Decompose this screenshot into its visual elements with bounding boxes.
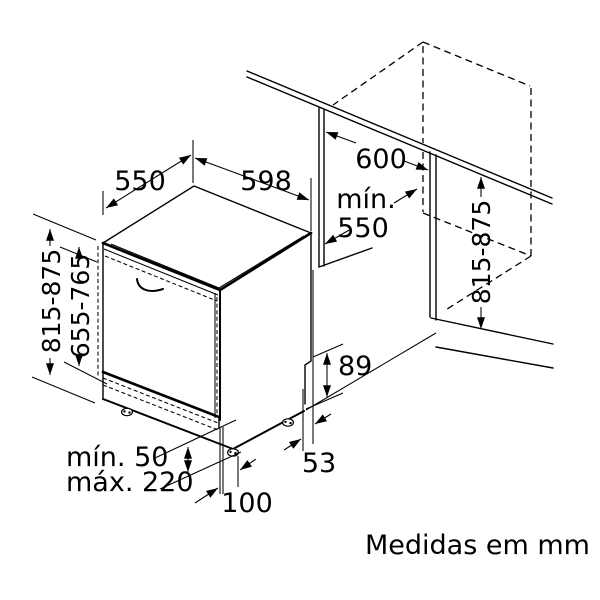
label-appliance-height: 815-875 — [37, 249, 66, 353]
label-rear-foot: 53 — [302, 448, 336, 479]
dimension-appliance-height: 815-875 — [31, 213, 97, 404]
dimension-top-depth: 550 — [102, 140, 194, 215]
dimension-door-height: 655-765 — [59, 246, 108, 385]
label-niche-height: 815-875 — [467, 200, 496, 304]
door-handle — [136, 278, 164, 292]
floor — [305, 317, 554, 411]
label-plinth-max: máx. 220 — [66, 467, 194, 498]
label-door-height: 655-765 — [66, 254, 95, 358]
label-top-width: 598 — [240, 166, 292, 197]
label-niche-depth-min: mín. — [336, 184, 396, 215]
dishwasher-top-back-edges — [102, 185, 312, 244]
dimension-front-foot: 100 — [194, 427, 273, 519]
dimension-niche-width: 600 — [325, 131, 429, 175]
dimension-niche-depth: mín. 550 — [324, 184, 418, 245]
label-front-foot: 100 — [221, 488, 273, 519]
dishwasher — [97, 185, 313, 457]
niche-dashed-outline — [332, 41, 532, 312]
label-niche-width: 600 — [355, 144, 407, 175]
foot-left — [120, 407, 133, 417]
label-rear-clearance: 89 — [338, 351, 372, 382]
foot-rear — [282, 418, 295, 427]
dishwasher-top-rim — [110, 235, 305, 289]
label-top-depth: 550 — [114, 166, 166, 197]
label-plinth-min: mín. 50 — [66, 442, 168, 473]
dishwasher-rear-edge — [304, 232, 312, 405]
dimension-niche-height: 815-875 — [467, 176, 496, 330]
dimension-plinth: mín. 50 máx. 220 — [66, 419, 242, 498]
dimension-rear-foot: 53 — [283, 389, 336, 479]
diagram-caption: Medidas em mm — [365, 530, 590, 561]
dimension-top-width: 598 — [194, 157, 312, 231]
worktop — [246, 70, 553, 205]
dimension-rear-clearance: 89 — [305, 343, 372, 410]
label-niche-depth-value: 550 — [337, 213, 389, 244]
